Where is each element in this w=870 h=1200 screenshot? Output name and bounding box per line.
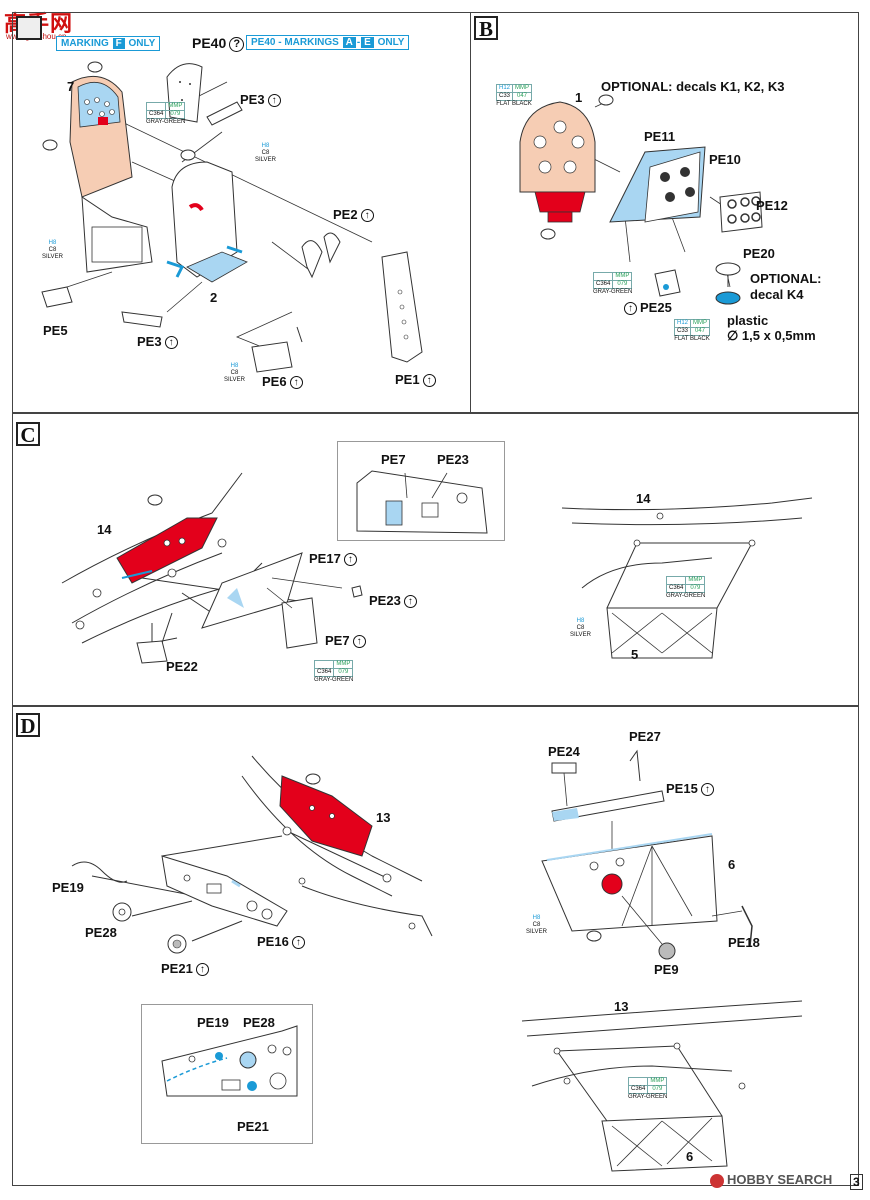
panel-c-letter: C [16, 422, 40, 446]
panel-b-letter: B [474, 16, 498, 40]
part-14-right: 14 [636, 491, 651, 506]
inset-pe7-label: PE7 [381, 452, 406, 467]
bend-icon: ↑ [291, 936, 305, 950]
panel-c-inset [337, 441, 505, 541]
pe2-label: PE2↑ [333, 207, 374, 223]
pe5-label: PE5 [43, 323, 68, 338]
bend-icon: ↑ [164, 336, 178, 350]
part-1: 1 [575, 90, 583, 105]
hobby-search-watermark: HOBBY SEARCH [710, 1172, 832, 1188]
pe6-label: PE6↑ [262, 374, 303, 390]
pe18-label: PE18 [728, 935, 760, 950]
pe28-label: PE28 [85, 925, 117, 940]
inset-pe23-label: PE23 [437, 452, 469, 467]
optional-k4-a: OPTIONAL: [750, 271, 822, 286]
inset-pe28-label: PE28 [243, 1015, 275, 1030]
pe11-label: PE11 [644, 129, 676, 144]
panel-b [470, 12, 859, 413]
bend-icon: ↑ [403, 595, 417, 609]
pe10-label: PE10 [709, 152, 741, 167]
panel-d-inset [141, 1004, 313, 1144]
pe24-label: PE24 [548, 744, 580, 759]
part-13-top: 13 [376, 810, 391, 825]
bend-icon: ↑ [195, 963, 209, 977]
part-6-top: 6 [728, 857, 736, 872]
panel-d-drawing [71, 749, 803, 1172]
part-6-bottom: 6 [686, 1149, 694, 1164]
pe3-top-label: PE3↑ [240, 92, 281, 108]
part-14-left: 14 [97, 522, 112, 537]
pe16-label: PE16↑ [257, 934, 305, 950]
bend-icon: ↑ [343, 553, 357, 567]
part-7: 7 [67, 79, 75, 94]
pe19-label: PE19 [52, 880, 84, 895]
pe27-label: PE27 [629, 729, 661, 744]
bend-icon: ↑ [360, 209, 374, 223]
marking-a-e-only: PE40 - MARKINGS A-E ONLY [246, 35, 410, 50]
pe23-label: PE23↑ [369, 593, 417, 609]
inset-pe21-label: PE21 [237, 1119, 269, 1134]
part-13-bottom: 13 [614, 999, 629, 1014]
panel-d [12, 706, 859, 1186]
panel-b-drawing [519, 94, 763, 305]
pe17-label: PE17↑ [309, 551, 357, 567]
pe9-label: PE9 [654, 962, 679, 977]
panel-a-drawing [41, 61, 423, 373]
pe7-label: PE7↑ [325, 633, 366, 649]
bend-icon: ↑ [267, 94, 281, 108]
question-icon: ? [229, 36, 245, 52]
pe25-label: ↑PE25 [624, 300, 672, 316]
plastic-dim: ∅ 1,5 x 0,5mm [727, 328, 816, 343]
part-5: 5 [631, 647, 639, 662]
pe21-label: PE21↑ [161, 961, 209, 977]
bend-icon: ↑ [422, 374, 436, 388]
hobby-search-icon [710, 1173, 724, 1188]
bend-icon: ↑ [624, 302, 637, 316]
pe15-label: PE15↑ [666, 781, 714, 797]
bend-icon: ↑ [352, 635, 366, 649]
panel-d-letter: D [16, 713, 40, 737]
pe22-label: PE22 [166, 659, 198, 674]
panel-c-drawing [61, 470, 813, 664]
optional-decals-k1-k3: OPTIONAL: decals K1, K2, K3 [601, 79, 785, 94]
pe1-label: PE1↑ [395, 372, 436, 388]
plastic-label: plastic [727, 313, 769, 328]
pe3-bottom-label: PE3↑ [137, 334, 178, 350]
bend-icon: ↑ [289, 376, 303, 390]
part-2: 2 [210, 290, 218, 305]
page-number: 3 [850, 1174, 863, 1190]
optional-k4-b: decal K4 [750, 287, 804, 302]
pe12-label: PE12 [756, 198, 788, 213]
pe40-label: PE40? [192, 35, 245, 52]
pe20-label: PE20 [743, 246, 775, 261]
panel-a-letter-box [16, 16, 42, 40]
panel-c [12, 413, 859, 706]
bend-icon: ↑ [700, 783, 714, 797]
marking-f-only: MARKING F ONLY [56, 36, 161, 51]
inset-pe19-label: PE19 [197, 1015, 229, 1030]
